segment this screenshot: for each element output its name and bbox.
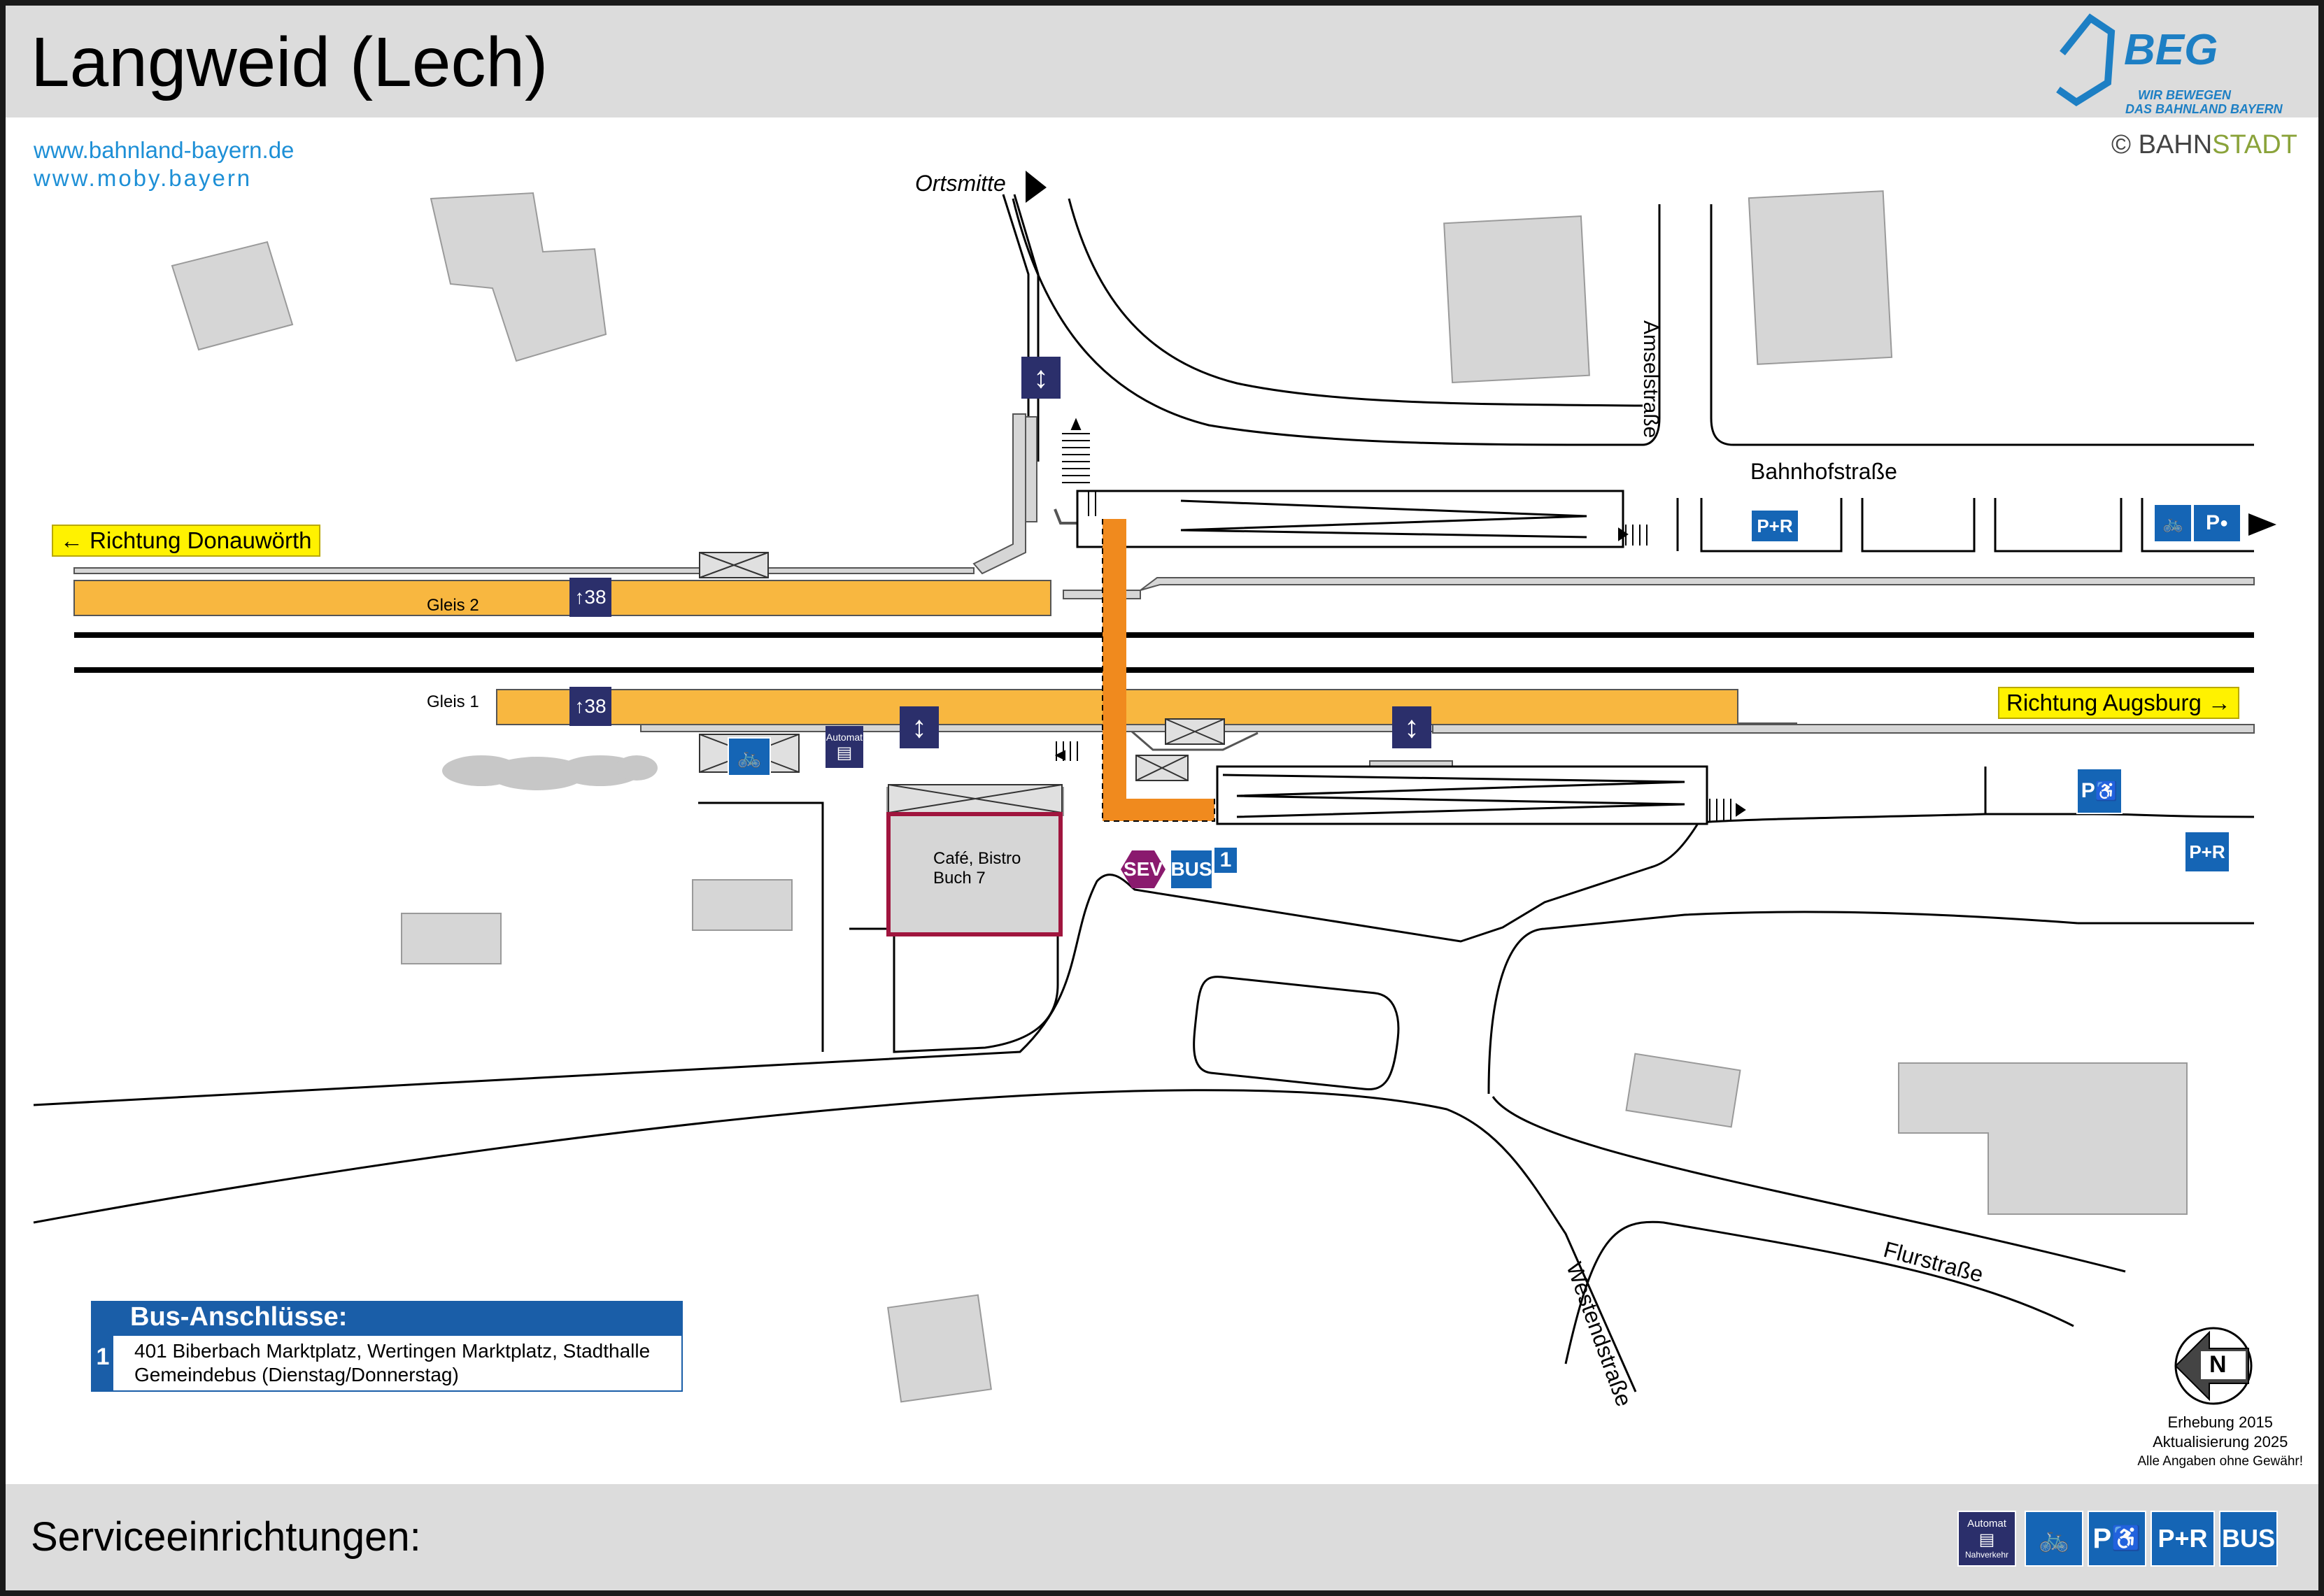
building: [692, 879, 793, 931]
underpass: [1076, 490, 1708, 825]
direction-augsburg-label: Richtung Augsburg: [2006, 690, 2202, 715]
automat-label: Automat: [826, 731, 863, 743]
footer-nahverkehr-label: Nahverkehr: [1964, 1550, 2009, 1560]
footer-parking-label: P: [2092, 1523, 2112, 1554]
footer-bus-icon: BUS: [2219, 1511, 2278, 1567]
survey-year: Erhebung 2015: [2167, 1413, 2273, 1431]
copyright-brand-bahn: BAHN: [2138, 130, 2213, 159]
cafe-building: [886, 812, 1063, 936]
beg-logo: BEG WIR BEWEGEN DAS BAHNLAND BAYERN: [2048, 13, 2314, 117]
website-link-bahnland[interactable]: www.bahnland-bayern.de: [34, 137, 295, 163]
bus-connection-number: 1: [92, 1336, 113, 1390]
building: [171, 241, 294, 351]
bicycle-parking-icon: 🚲: [2153, 504, 2192, 543]
up-arrow-icon: ↑: [574, 695, 585, 717]
bus-stop-number: 1: [1213, 846, 1238, 874]
building: [887, 1294, 992, 1403]
park-and-ride-sign: P+R: [1750, 509, 1799, 543]
cafe-name: Café, Bistro: [933, 849, 1021, 868]
bus-connection-row: 1 401 Biberbach Marktplatz, Wertingen Ma…: [91, 1336, 683, 1392]
ticket-icon: ▤: [836, 743, 853, 762]
building: [1625, 1053, 1741, 1128]
copyright-bahnstadt: © BAHNSTADT: [2111, 130, 2297, 160]
platform-label-gleis-1: Gleis 1: [427, 692, 479, 711]
beg-logo-icon: [2056, 13, 2116, 106]
footer-bicycle-parking-icon: 🚲: [2025, 1511, 2083, 1567]
footer-ticket-machine-icon: Automat▤Nahverkehr: [1957, 1511, 2016, 1567]
wheelchair-icon: ♿: [2095, 780, 2118, 801]
platform-height-sign: ↑38: [569, 578, 611, 617]
stairs: [1054, 418, 1746, 821]
motorbike-icon: ●: [2219, 515, 2229, 531]
beg-slogan-line2: DAS BAHNLAND BAYERN: [2125, 102, 2283, 116]
elevator-icon: ↕: [1021, 357, 1061, 399]
direction-augsburg: Richtung Augsburg →: [1998, 687, 2240, 719]
beg-slogan-line1: WIR BEWEGEN: [2138, 88, 2231, 102]
motorbike-parking-sign: P●: [2192, 504, 2241, 543]
up-arrow-icon: ↑: [574, 586, 585, 608]
beg-logo-name: BEG: [2124, 26, 2218, 74]
station-map: [33, 171, 2276, 1405]
survey-info: Erhebung 2015 Aktualisierung 2025 Alle A…: [2137, 1413, 2303, 1472]
building: [1898, 1062, 2188, 1215]
cafe-address: Buch 7: [933, 869, 986, 888]
bus-connections-heading: Bus-Anschlüsse:: [91, 1301, 683, 1336]
shelters: [699, 552, 1225, 813]
hedge: [442, 755, 658, 790]
survey-update: Aktualisierung 2025: [2153, 1433, 2288, 1451]
bus-connection-line1: 401 Biberbach Marktplatz, Wertingen Mark…: [134, 1340, 651, 1362]
platform-height-sign: ↑38: [569, 687, 611, 726]
park-and-ride-sign: P+R: [2184, 831, 2230, 873]
footer-park-and-ride-icon: P+R: [2151, 1511, 2215, 1567]
street-label-amselstrasse: Amselstraße: [1639, 320, 1662, 439]
footer-disabled-parking-icon: P♿: [2088, 1511, 2146, 1567]
ticket-icon: ▤: [1978, 1530, 1995, 1549]
platform-gleis-2: [73, 580, 1051, 616]
bus-connection-line2: Gemeindebus (Dienstag/Donnerstag): [134, 1364, 459, 1385]
copyright-symbol: ©: [2111, 130, 2131, 159]
page-title: Langweid (Lech): [31, 23, 548, 101]
bicycle-parking-icon: 🚲: [728, 737, 771, 776]
direction-donauwoerth-label: Richtung Donauwörth: [90, 527, 312, 553]
building: [1443, 215, 1590, 384]
street-label-bahnhofstrasse: Bahnhofstraße: [1750, 459, 1897, 484]
roads: [33, 194, 2255, 1392]
arrow-left-icon: ←: [60, 527, 90, 553]
step-free-route: [1102, 519, 1215, 822]
ortsmitte-label: Ortsmitte: [915, 171, 1006, 196]
bus-stop-sign: BUS: [1170, 849, 1213, 890]
building: [430, 192, 607, 362]
platform-height-value: 38: [584, 695, 607, 717]
disabled-parking-sign: P♿: [2076, 768, 2123, 814]
footer: Serviceeinrichtungen: Automat▤Nahverkehr…: [6, 1484, 2318, 1590]
building: [1748, 190, 1893, 365]
service-facilities-title: Serviceeinrichtungen:: [31, 1514, 421, 1560]
platform-height-value: 38: [584, 586, 607, 608]
motorbike-parking-label: P: [2205, 511, 2220, 534]
elevator-icon: ↕: [900, 706, 939, 748]
footer-automat-label: Automat: [1967, 1518, 2006, 1530]
compass-icon: [2174, 1327, 2253, 1405]
building: [401, 913, 502, 964]
platform-label-gleis-2: Gleis 2: [427, 596, 479, 615]
elevator-icon: ↕: [1392, 706, 1431, 748]
ortsmitte-arrow-icon: [1026, 171, 1047, 203]
copyright-brand-stadt: STADT: [2212, 130, 2297, 159]
bus-connections-panel: Bus-Anschlüsse: 1 401 Biberbach Marktpla…: [91, 1301, 683, 1392]
buildings: [171, 190, 2188, 1403]
website-link-moby[interactable]: www.moby.bayern: [34, 165, 253, 191]
direction-donauwoerth: ← Richtung Donauwörth: [52, 525, 320, 557]
compass-north-label: N: [2209, 1351, 2227, 1378]
road-continue-arrow-icon: [2248, 513, 2276, 536]
ticket-machine-icon: Automat▤: [826, 726, 863, 768]
disabled-parking-label: P: [2081, 779, 2095, 802]
tracks: [74, 632, 2254, 673]
wheelchair-icon: ♿: [2111, 1525, 2141, 1552]
arrow-right-icon: →: [2201, 690, 2232, 715]
header: Langweid (Lech) BEG WIR BEWEGEN DAS BAHN…: [6, 6, 2318, 117]
disclaimer: Alle Angaben ohne Gewähr!: [2137, 1454, 2303, 1469]
